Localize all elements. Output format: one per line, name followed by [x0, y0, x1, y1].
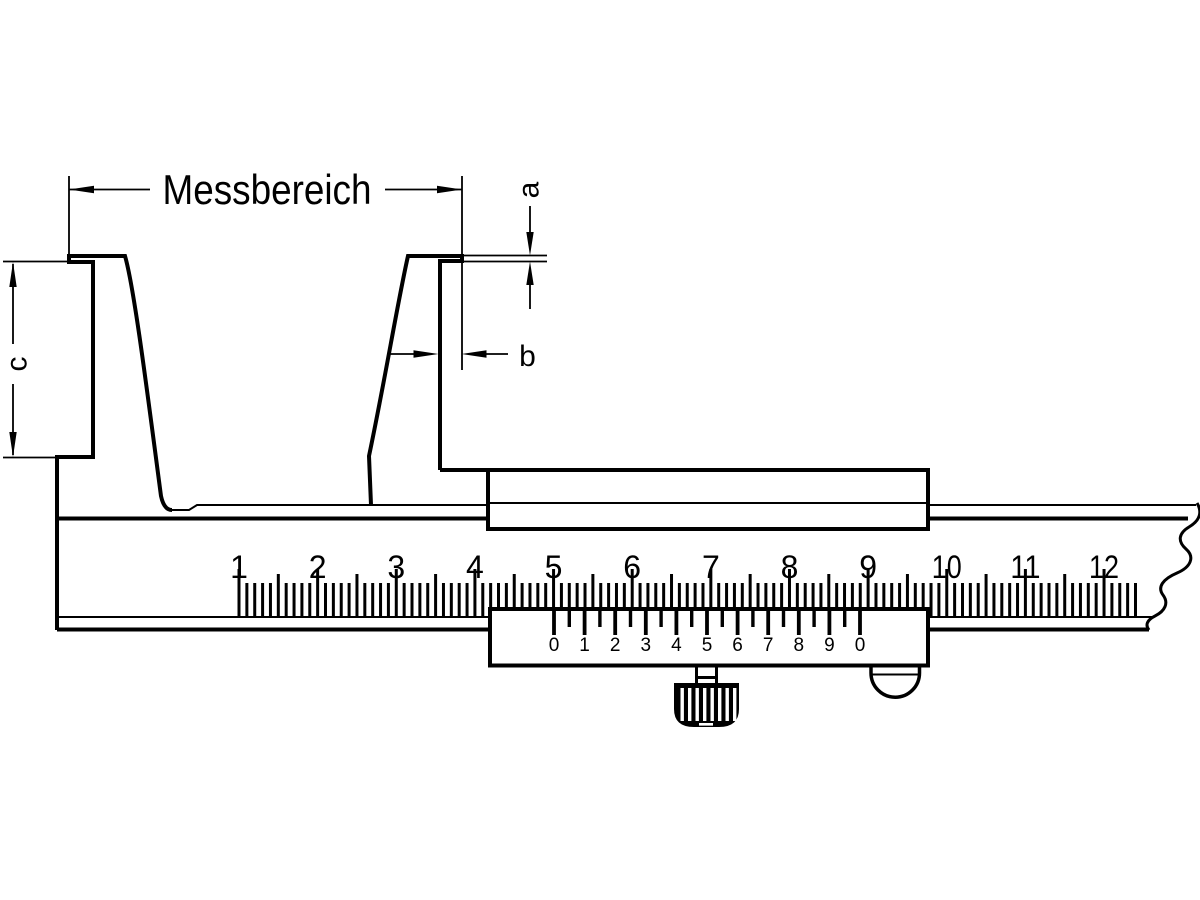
main-scale-number: 10 [932, 549, 962, 585]
dim-c-arrow-down [9, 432, 17, 457]
lock-button [869, 665, 922, 699]
dim-b-arrow-right [413, 350, 439, 358]
beam-break-line [1145, 502, 1200, 631]
main-scale-number: 2 [309, 549, 327, 585]
main-scale-number: 6 [623, 549, 641, 585]
dimension-arrows [9, 185, 534, 457]
messbereich-label: Messbereich [163, 166, 372, 213]
main-scale-number: 12 [1089, 549, 1119, 585]
lock-button-dome [869, 672, 922, 699]
vernier-number: 8 [794, 635, 805, 656]
fixed-jaw-base [55, 455, 95, 630]
main-scale-number: 8 [781, 549, 799, 585]
slider-block [440, 468, 930, 531]
main-scale-number: 4 [466, 549, 484, 585]
vernier-number: 5 [702, 635, 713, 656]
vernier-number: 4 [671, 635, 682, 656]
slider-block-outline [440, 468, 930, 531]
vernier-number: 0 [855, 635, 866, 656]
vernier-number: 0 [549, 635, 560, 656]
vernier-plate [488, 607, 930, 668]
vernier-number: 7 [763, 635, 774, 656]
dim-c-label: c [1, 357, 34, 372]
vernier-number: 9 [824, 635, 835, 656]
dim-a-label: a [513, 181, 546, 198]
vernier-number: 3 [641, 635, 652, 656]
dim-b-arrow-left [461, 350, 487, 358]
fixed-jaw-outline [67, 254, 173, 512]
movable-jaw [366, 254, 464, 506]
fixed-jaw [55, 254, 173, 630]
vernier-number: 2 [610, 635, 621, 656]
dim-a-arrow-down [526, 232, 534, 256]
thumb-screw [674, 667, 739, 727]
lock-button-neck [869, 665, 922, 673]
dimensions [3, 176, 547, 459]
dim-b-label: b [519, 340, 536, 373]
main-scale-number: 9 [859, 549, 877, 585]
messbereich-arrow-right [437, 185, 462, 194]
main-scale-number: 1 [230, 549, 248, 585]
vernier-scale-ticks [552, 611, 862, 635]
vernier-number: 6 [732, 635, 743, 656]
vernier-number: 1 [579, 635, 590, 656]
dim-a-arrow-up [526, 261, 534, 285]
main-scale-number: 11 [1010, 549, 1040, 585]
thumb-screw-stem [695, 667, 718, 683]
main-scale-number: 3 [387, 549, 405, 585]
dim-c-arrow-up [9, 262, 17, 287]
main-scale-number: 7 [702, 549, 720, 585]
main-scale-number: 5 [545, 549, 563, 585]
messbereich-arrow-left [69, 185, 94, 194]
